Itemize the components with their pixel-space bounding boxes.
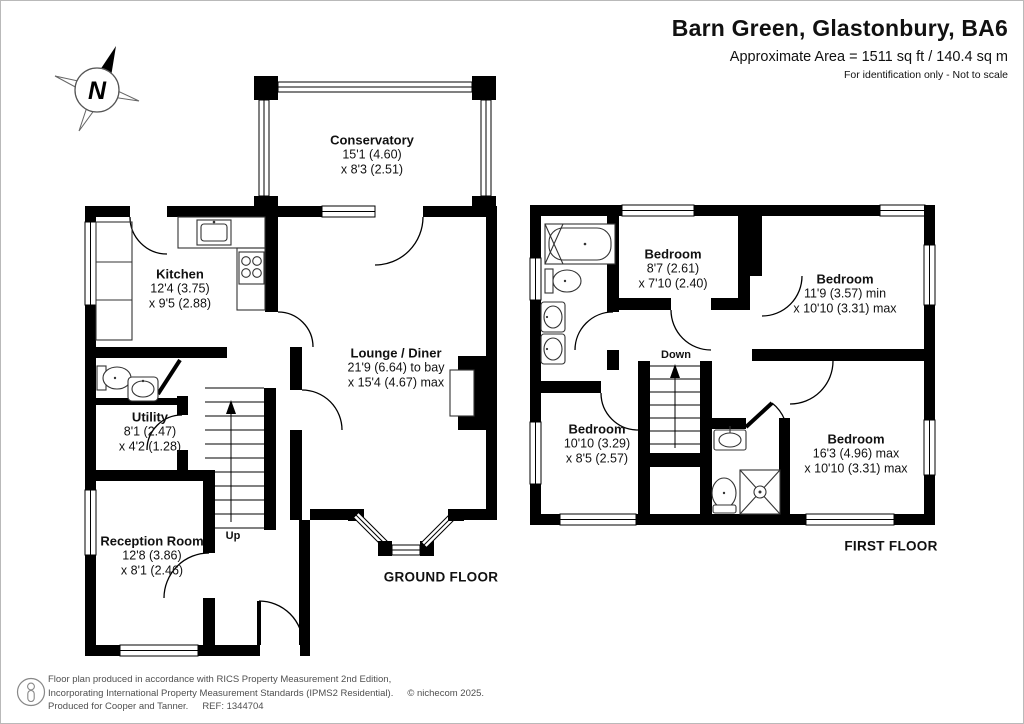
room-label-kitchen: Kitchen 12'4 (3.75) x 9'5 (2.88): [148, 266, 212, 311]
room-label-bedroom-bottom-right: Bedroom 16'3 (4.96) max x 10'10 (3.31) m…: [804, 431, 908, 476]
plan-header: Barn Green, Glastonbury, BA6 Approximate…: [672, 15, 1008, 81]
first-floor-label: FIRST FLOOR: [844, 538, 938, 554]
room-label-bedroom-middle: Bedroom 8'7 (2.61) x 7'10 (2.40): [638, 246, 708, 291]
ground-floor-label: GROUND FLOOR: [383, 569, 499, 585]
copyright-text: © nichecom 2025.: [407, 687, 485, 699]
first-floor-plan: [529, 204, 936, 526]
room-label-lounge-diner: Lounge / Diner 21'9 (6.64) to bay x 15'4…: [347, 345, 445, 390]
ground-floor-plan: [84, 76, 497, 657]
footer-line-3: Produced for Cooper and Tanner.REF: 1344…: [48, 701, 264, 712]
compass-north-letter: N: [88, 77, 107, 105]
room-label-bedroom-top-right: Bedroom 11'9 (3.57) min x 10'10 (3.31) m…: [793, 271, 897, 316]
footer-line-1: Floor plan produced in accordance with R…: [48, 674, 392, 685]
disclaimer-text: For identification only - Not to scale: [844, 69, 1008, 81]
room-label-conservatory: Conservatory 15'1 (4.60) x 8'3 (2.51): [330, 132, 414, 177]
page-title: Barn Green, Glastonbury, BA6: [671, 15, 1008, 41]
footer-line-2: Incorporating International Property Mea…: [48, 687, 485, 699]
approximate-area: Approximate Area = 1511 sq ft / 140.4 sq…: [729, 49, 1008, 65]
compass-icon: N: [54, 46, 140, 132]
stairs-down-label: Down: [661, 349, 691, 361]
footer-disclaimer: Floor plan produced in accordance with R…: [48, 673, 484, 714]
room-label-reception-room: Reception Room 12'8 (3.86) x 8'1 (2.46): [100, 533, 204, 578]
stairs-up-label: Up: [225, 530, 241, 542]
room-label-bedroom-bottom-left: Bedroom 10'10 (3.29) x 8'5 (2.57): [563, 421, 631, 466]
reference-number: REF: 1344704: [202, 701, 264, 712]
person-icon: [16, 677, 46, 707]
room-label-utility: Utility 8'1 (2.47) x 4'2 (1.28): [118, 409, 182, 454]
